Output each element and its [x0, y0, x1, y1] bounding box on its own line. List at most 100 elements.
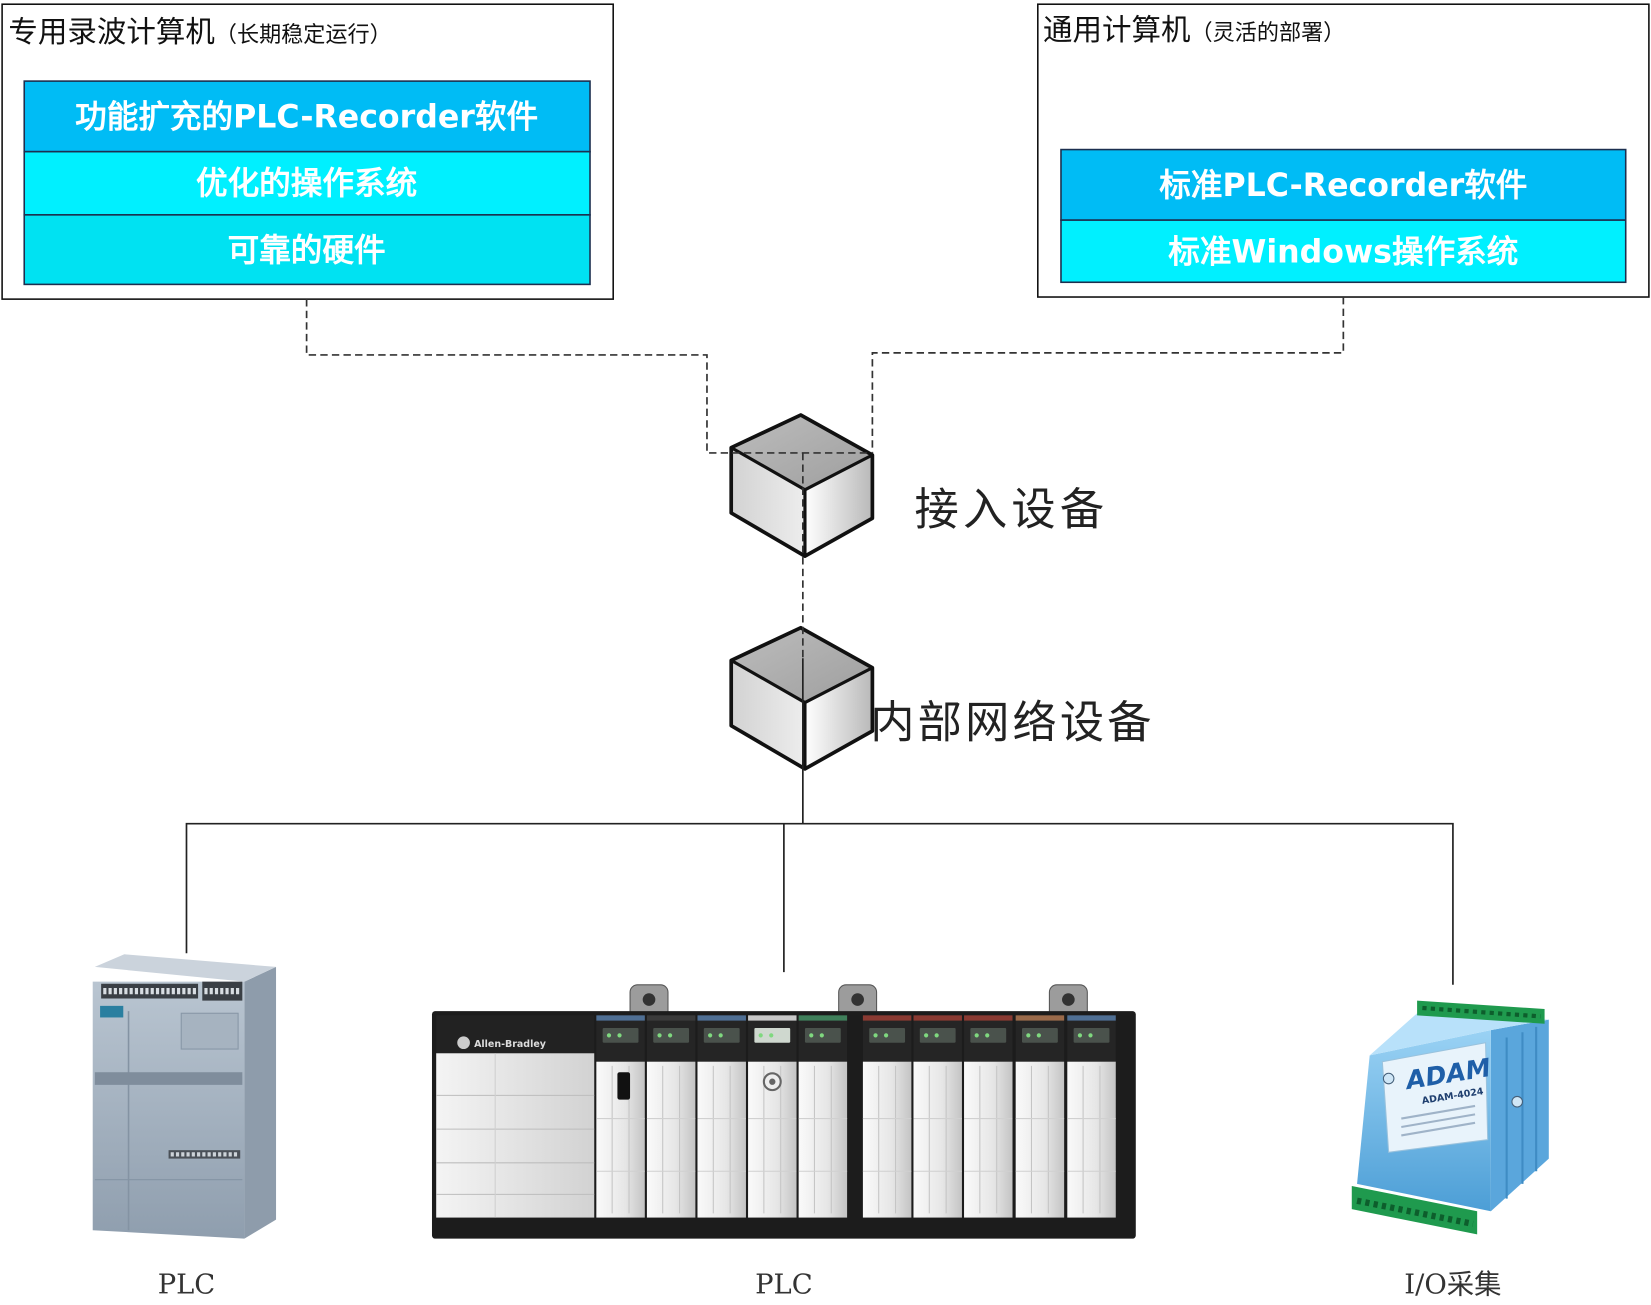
rack-module — [697, 1015, 746, 1218]
plc-top-face — [94, 954, 277, 982]
io-acquisition-label: I/O采集 — [1404, 1269, 1501, 1300]
module-led — [667, 1033, 673, 1038]
module-front-cover — [913, 1061, 962, 1218]
module-front-cover — [1015, 1061, 1065, 1218]
general-computer-subtitle: （灵活的部署） — [1191, 20, 1346, 46]
module-color-band — [913, 1015, 962, 1021]
cube-top-face — [731, 627, 873, 703]
module-led — [934, 1033, 939, 1038]
plc-label-area — [180, 1012, 239, 1050]
io-module-icon: ADAM ADAM-4024 — [1351, 1000, 1549, 1235]
cube-right-face — [804, 455, 873, 557]
general-computer-layer-stack: 标准PLC-Recorder软件 标准Windows操作系统 — [1060, 148, 1627, 284]
field-bus-line — [185, 822, 1454, 985]
dedicated-computer-dashed-link — [305, 299, 871, 454]
cube-top-face — [731, 414, 873, 490]
adam-screw-icon — [1382, 1072, 1395, 1085]
plc-terminal-strip — [101, 983, 199, 999]
general-computer-name: 通用计算机 — [1043, 13, 1190, 47]
dedicated-computer-name: 专用录波计算机 — [8, 15, 214, 49]
module-color-band — [596, 1015, 645, 1021]
module-led — [1036, 1033, 1041, 1038]
module-led — [873, 1033, 878, 1038]
adam-side-face — [1490, 1019, 1549, 1212]
cube-left-face — [731, 660, 805, 769]
module-led — [985, 1033, 990, 1038]
allen-bradley-logo-icon — [457, 1036, 470, 1050]
layer-standard-software-label: 标准PLC-Recorder软件 — [1159, 168, 1527, 204]
rack-module — [913, 1015, 962, 1218]
layer-optimized-os — [23, 150, 591, 216]
adam-top-terminal-block — [1417, 1000, 1545, 1024]
dedicated-computer-box: 专用录波计算机（长期稳定运行） 功能扩充的PLC-Recorder软件 优化的操… — [1, 3, 614, 300]
rack-modules — [596, 1015, 1116, 1218]
cube-outline — [729, 625, 875, 771]
dedicated-computer-subtitle: （长期稳定运行） — [215, 22, 392, 48]
module-color-band — [748, 1015, 797, 1021]
module-led — [708, 1033, 713, 1038]
module-front-cover — [697, 1061, 746, 1218]
module-led — [809, 1033, 814, 1038]
rack-module — [1015, 1015, 1065, 1218]
module-color-band — [798, 1015, 848, 1021]
rack-mounting-ear — [1048, 984, 1088, 1020]
module-led — [657, 1033, 662, 1038]
rack-mounting-ear — [629, 984, 669, 1020]
module-front-cover — [798, 1061, 848, 1218]
rack-module — [1067, 1015, 1116, 1218]
module-led — [1088, 1033, 1093, 1038]
power-supply-cover — [436, 1053, 595, 1218]
allen-bradley-logo-text: Allen-Bradley — [474, 1039, 546, 1050]
adam-screw-icon — [1511, 1095, 1523, 1108]
adam-sticker-line — [1401, 1113, 1476, 1129]
compact-plc-icon — [92, 954, 277, 1239]
module-led — [924, 1033, 929, 1038]
layer-reliable-hardware-label: 可靠的硬件 — [228, 233, 386, 269]
module-led — [617, 1033, 622, 1038]
module-color-band — [646, 1015, 696, 1021]
rack-mounting-ear — [838, 984, 878, 1020]
adam-bottom-terminals — [1356, 1197, 1474, 1227]
rack-module — [862, 1015, 912, 1218]
layer-standard-windows — [1060, 219, 1627, 284]
module-color-band — [697, 1015, 746, 1021]
module-led — [758, 1033, 763, 1038]
module-color-band — [862, 1015, 912, 1021]
access-device-cube — [729, 413, 875, 558]
layer-extended-software-label: 功能扩充的PLC-Recorder软件 — [75, 99, 538, 135]
module-front-cover — [862, 1061, 912, 1218]
module-color-band — [964, 1015, 1013, 1021]
adam-sticker-line — [1401, 1104, 1476, 1120]
module-led — [974, 1033, 979, 1038]
ear-hole — [1062, 993, 1075, 1006]
module-front-cover — [1067, 1061, 1116, 1218]
module-front-cover — [964, 1061, 1013, 1218]
power-supply-module: Allen-Bradley — [436, 1015, 595, 1218]
adam-sticker-line — [1401, 1121, 1476, 1137]
ear-hole — [642, 993, 656, 1006]
module-led — [883, 1033, 889, 1038]
module-color-band — [1015, 1015, 1065, 1021]
cube-right-face — [804, 667, 873, 769]
general-computer-box: 通用计算机（灵活的部署） 标准PLC-Recorder软件 标准Windows操… — [1037, 3, 1650, 298]
cube-outline — [729, 413, 875, 558]
general-computer-dashed-link — [871, 297, 1345, 453]
layer-reliable-hardware — [23, 214, 591, 286]
rack-module — [748, 1015, 797, 1218]
dedicated-computer-layer-stack: 功能扩充的PLC-Recorder软件 优化的操作系统 可靠的硬件 — [23, 80, 591, 286]
rack-module — [798, 1015, 848, 1218]
module-led — [819, 1033, 824, 1038]
adam-bottom-terminal-block — [1351, 1185, 1478, 1235]
rack-module — [646, 1015, 696, 1218]
compact-plc-label: PLC — [158, 1269, 216, 1300]
internal-network-device-label: 内部网络设备 — [870, 697, 1154, 748]
adam-top-face — [1369, 1013, 1549, 1056]
plc-brand-badge — [100, 1005, 124, 1018]
adam-top-terminals — [1422, 1005, 1541, 1019]
rack-module — [964, 1015, 1013, 1218]
module-keyswitch-icon — [617, 1072, 631, 1100]
module-front-cover — [646, 1061, 696, 1218]
module-led — [718, 1033, 723, 1038]
access-device-label: 接入设备 — [915, 485, 1109, 536]
